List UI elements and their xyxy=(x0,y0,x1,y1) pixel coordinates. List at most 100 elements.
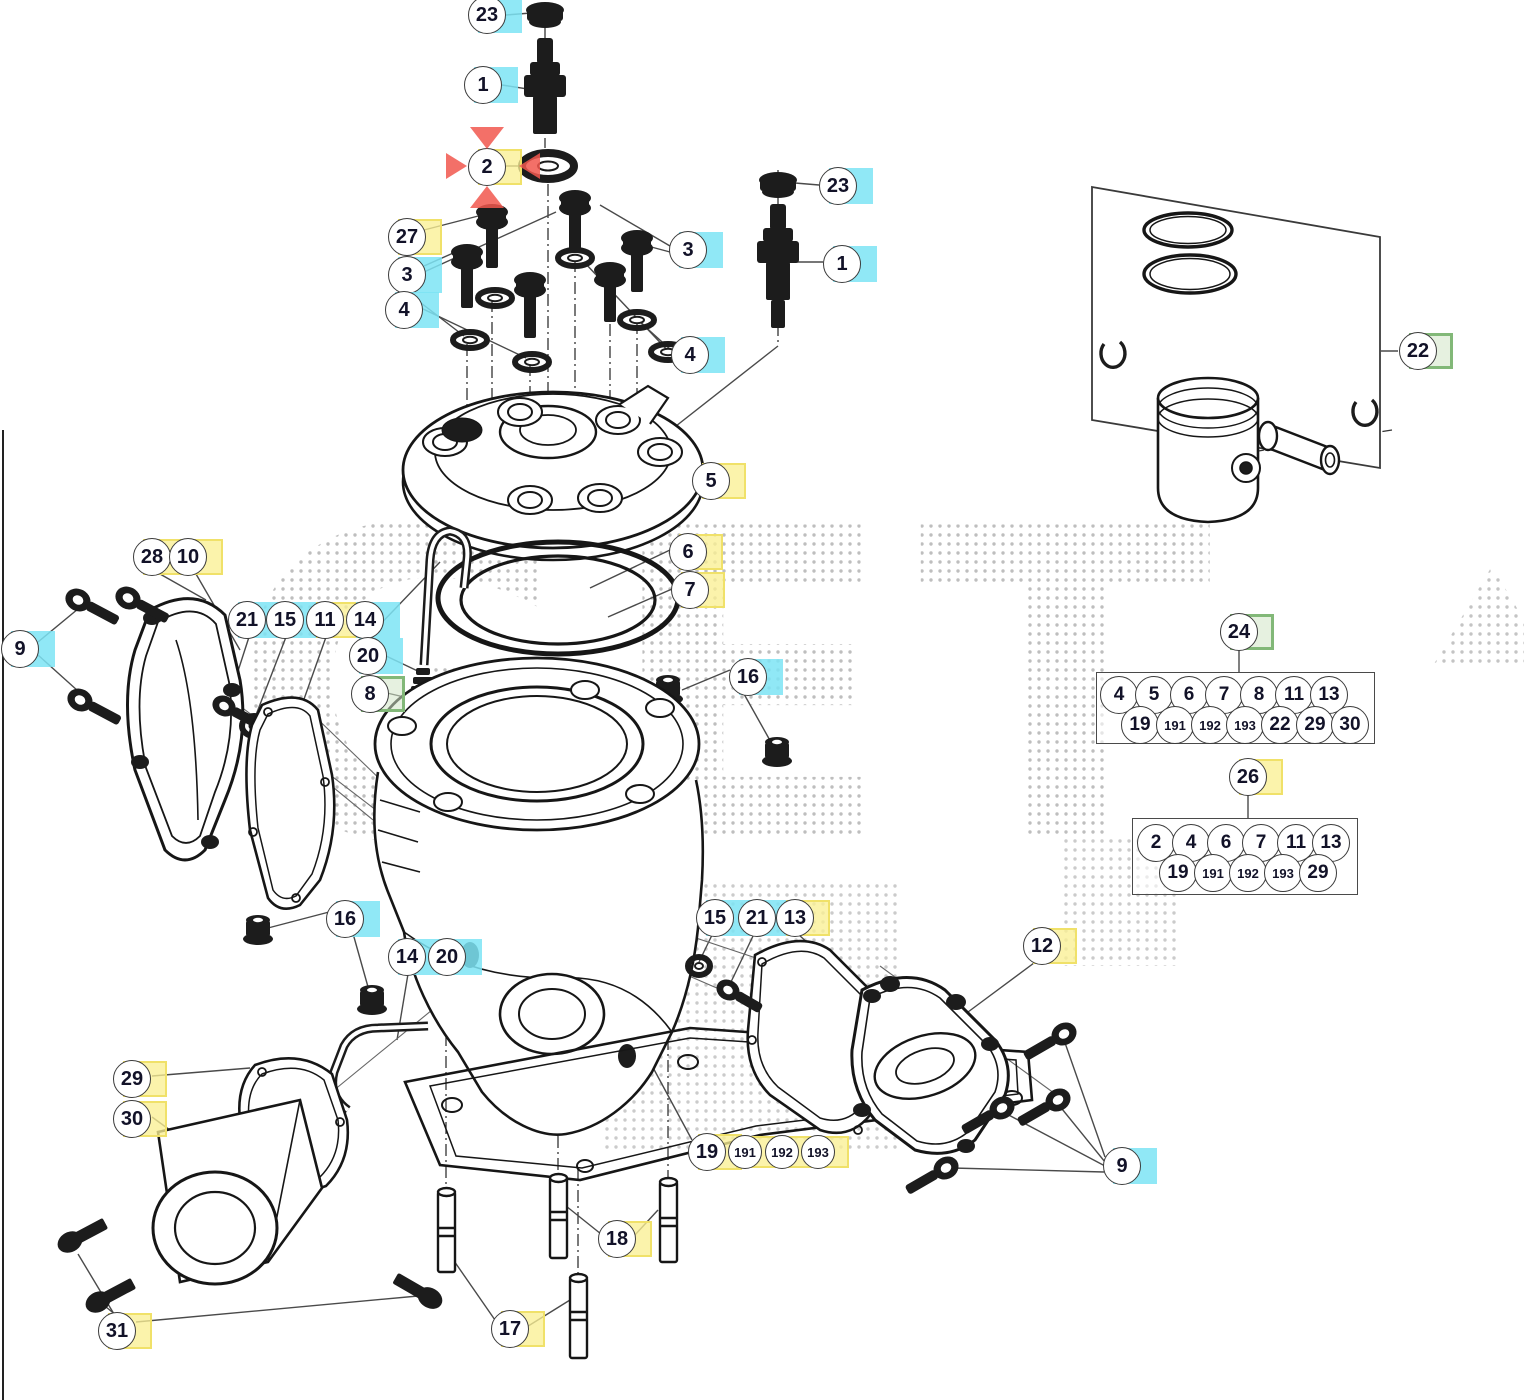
g26-item-193[interactable]: 193 xyxy=(1264,854,1302,892)
selection-marker-arrow-right xyxy=(446,153,467,179)
callout-number: 10 xyxy=(169,538,207,576)
cylinder xyxy=(373,656,705,1136)
piston-kit-box xyxy=(1091,185,1381,524)
g26-item-19[interactable]: 19 xyxy=(1159,854,1197,892)
callout-number: 18 xyxy=(598,1220,636,1258)
callout-11[interactable]: 11 xyxy=(306,601,360,639)
callout-15-upper[interactable]: 15 xyxy=(266,601,320,639)
dowel-pins xyxy=(436,1172,679,1360)
callout-17[interactable]: 17 xyxy=(491,1310,545,1348)
callout-number: 4 xyxy=(385,291,423,329)
g24-item-30[interactable]: 30 xyxy=(1331,706,1369,744)
selection-marker-arrow-down xyxy=(470,127,504,149)
callout-number: 16 xyxy=(729,658,767,696)
callout-26-group[interactable]: 26 xyxy=(1229,758,1283,796)
callout-20-upper[interactable]: 20 xyxy=(349,637,403,675)
callout-7[interactable]: 7 xyxy=(671,571,725,609)
cover-bolts-right xyxy=(905,1022,1077,1194)
callout-16-right[interactable]: 16 xyxy=(729,658,783,696)
callout-4-right[interactable]: 4 xyxy=(671,336,725,374)
callout-number: 15 xyxy=(696,899,734,937)
callout-10[interactable]: 10 xyxy=(169,538,223,576)
callout-number: 9 xyxy=(1103,1147,1141,1185)
callout-30[interactable]: 30 xyxy=(113,1100,167,1138)
callout-5[interactable]: 5 xyxy=(692,462,746,500)
g24-item-19[interactable]: 19 xyxy=(1121,706,1159,744)
g24-item-29[interactable]: 29 xyxy=(1296,706,1334,744)
g26-item-192[interactable]: 192 xyxy=(1229,854,1267,892)
g24-item-193[interactable]: 193 xyxy=(1226,706,1264,744)
callout-number: 193 xyxy=(801,1135,835,1169)
callout-28[interactable]: 28 xyxy=(133,538,187,576)
cover-right xyxy=(850,976,1010,1155)
callout-number: 13 xyxy=(776,899,814,937)
callout-29[interactable]: 29 xyxy=(113,1060,167,1098)
callout-number: 11 xyxy=(306,601,344,639)
callout-number: 31 xyxy=(98,1312,136,1350)
gasket-left xyxy=(245,696,336,910)
callout-number: 8 xyxy=(351,675,389,713)
callout-191[interactable]: 191 xyxy=(728,1135,776,1169)
callout-18[interactable]: 18 xyxy=(598,1220,652,1258)
callout-1-top[interactable]: 1 xyxy=(464,66,518,104)
g24-item-191[interactable]: 191 xyxy=(1156,706,1194,744)
callout-12[interactable]: 12 xyxy=(1023,927,1077,965)
callout-number: 21 xyxy=(228,601,266,639)
callout-3-left[interactable]: 3 xyxy=(388,256,442,294)
g24-item-22[interactable]: 22 xyxy=(1261,706,1299,744)
callout-13[interactable]: 13 xyxy=(776,899,830,937)
callout-number: 20 xyxy=(349,637,387,675)
callout-31[interactable]: 31 xyxy=(98,1312,152,1350)
callout-number: 12 xyxy=(1023,927,1061,965)
spark-plug-right xyxy=(757,172,799,328)
g24-item-192[interactable]: 192 xyxy=(1191,706,1229,744)
callout-number: 30 xyxy=(113,1100,151,1138)
callout-19[interactable]: 19 xyxy=(688,1133,742,1171)
callout-3-right[interactable]: 3 xyxy=(669,231,723,269)
callout-number: 26 xyxy=(1229,758,1267,796)
callout-23-right[interactable]: 23 xyxy=(819,167,873,205)
callout-22[interactable]: 22 xyxy=(1399,332,1453,370)
callout-9-left[interactable]: 9 xyxy=(1,630,55,668)
callout-number: 28 xyxy=(133,538,171,576)
callout-24-group[interactable]: 24 xyxy=(1220,613,1274,651)
callout-number: 15 xyxy=(266,601,304,639)
washer-lower-right xyxy=(685,954,713,978)
callout-20-lower[interactable]: 20 xyxy=(428,938,482,976)
callout-number: 1 xyxy=(464,66,502,104)
callout-27[interactable]: 27 xyxy=(388,218,442,256)
group-24-row-2: 19 191 192 193 22 29 30 xyxy=(1121,706,1374,744)
head-bolts xyxy=(450,190,688,373)
group-26-row-2: 19 191 192 193 29 xyxy=(1159,854,1357,892)
callout-number: 191 xyxy=(728,1135,762,1169)
callout-9-right[interactable]: 9 xyxy=(1103,1147,1157,1185)
callout-number: 19 xyxy=(688,1133,726,1171)
callout-23-top[interactable]: 23 xyxy=(468,0,522,34)
callout-number: 6 xyxy=(669,533,707,571)
callout-15-lower[interactable]: 15 xyxy=(696,899,750,937)
callout-number: 14 xyxy=(346,601,384,639)
callout-21-upper[interactable]: 21 xyxy=(228,601,282,639)
callout-number: 5 xyxy=(692,462,730,500)
callout-1-right[interactable]: 1 xyxy=(823,245,877,283)
callout-number: 192 xyxy=(765,1135,799,1169)
callout-number: 14 xyxy=(388,938,426,976)
coolant-pipe-lower xyxy=(328,1021,429,1114)
callout-14-lower[interactable]: 14 xyxy=(388,938,442,976)
g26-item-29[interactable]: 29 xyxy=(1299,854,1337,892)
callout-14-upper[interactable]: 14 xyxy=(346,601,400,639)
callout-193[interactable]: 193 xyxy=(801,1135,849,1169)
callout-6[interactable]: 6 xyxy=(669,533,723,571)
callout-4-left[interactable]: 4 xyxy=(385,291,439,329)
group-26-box: 2 4 6 7 11 13 19 191 192 193 29 xyxy=(1132,818,1358,895)
callout-number: 16 xyxy=(326,900,364,938)
callout-8[interactable]: 8 xyxy=(351,675,405,713)
callout-21-lower[interactable]: 21 xyxy=(738,899,792,937)
callout-2-selected[interactable]: 2 xyxy=(468,148,522,186)
callout-192[interactable]: 192 xyxy=(765,1135,813,1169)
callout-16-left[interactable]: 16 xyxy=(326,900,380,938)
callout-number: 17 xyxy=(491,1310,529,1348)
g26-item-191[interactable]: 191 xyxy=(1194,854,1232,892)
